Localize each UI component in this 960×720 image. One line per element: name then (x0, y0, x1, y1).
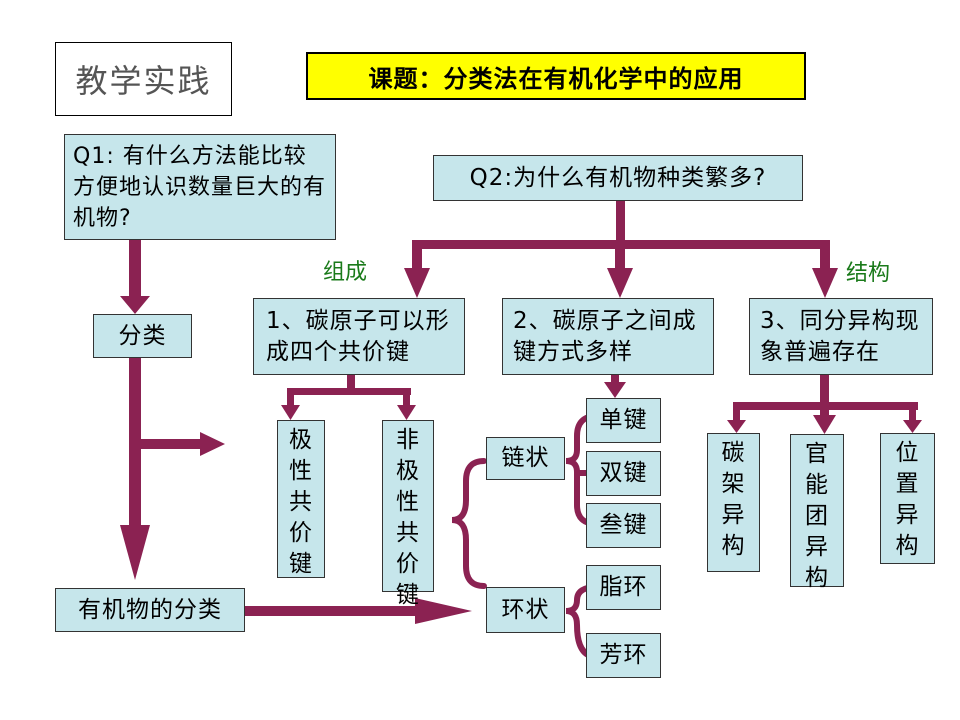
organic-classification-text: 有机物的分类 (78, 596, 222, 623)
q2-box: Q2:为什么有机物种类繁多? (433, 155, 803, 201)
practice-label: 教学实践 (75, 62, 212, 100)
arrow-to-position (903, 410, 922, 433)
arrow-to-reason3 (812, 249, 838, 298)
double-bond-box: 双键 (586, 451, 661, 496)
arrow-to-functional-group (813, 405, 836, 434)
arrow-to-reason1 (404, 249, 430, 298)
arrow-classify-right (141, 432, 225, 456)
label-structure: 结构 (846, 261, 891, 286)
functional-group-isomer-box: 官能团异构 (790, 434, 844, 591)
label-composition: 组成 (323, 260, 368, 285)
position-isomer-box: 位置异构 (880, 433, 935, 564)
reason1-bar (287, 388, 411, 395)
reason2-text: 2、碳原子之间成键方式多样 (513, 308, 697, 365)
reason3-stem (820, 375, 829, 405)
q1-text: Q1: 有什么方法能比较方便地认识数量巨大的有机物? (73, 144, 327, 231)
brace-chain-bonds (565, 413, 600, 527)
carbon-skeleton-isomer-box: 碳架异构 (707, 433, 760, 572)
arrow-organic-to-ring (245, 598, 472, 624)
arrow-to-nonpolar (397, 395, 416, 420)
q1-box: Q1: 有什么方法能比较方便地认识数量巨大的有机物? (64, 134, 336, 240)
chain-text: 链状 (501, 445, 550, 471)
double-bond-text: 双键 (599, 460, 648, 486)
functional-group-isomer-text: 官能团异构 (805, 441, 829, 591)
reason3-box: 3、同分异构现象普遍存在 (749, 298, 933, 375)
chain-box: 链状 (486, 437, 565, 480)
single-bond-box: 单键 (586, 398, 661, 443)
nonpolar-bond-box: 非极性共价键 (382, 420, 434, 608)
practice-label-box: 教学实践 (55, 42, 232, 116)
arrow-to-carbon-skeleton (727, 410, 746, 433)
q2-stem (616, 200, 625, 248)
aromatic-box: 芳环 (586, 633, 661, 678)
topic-box: 课题：分类法在有机化学中的应用 (306, 52, 806, 100)
position-isomer-text: 位置异构 (895, 440, 920, 559)
reason1-text: 1、碳原子可以形成四个共价键 (266, 308, 450, 365)
brace-chain-ring (451, 458, 487, 589)
arrow-to-reason2 (607, 249, 633, 298)
triple-bond-box: 叁键 (586, 503, 661, 548)
classify-text: 分类 (118, 322, 167, 349)
arrow-q1-to-classify (120, 240, 150, 314)
alicyclic-text: 脂环 (599, 574, 648, 600)
nonpolar-bond-text: 非极性共价键 (396, 427, 420, 608)
ring-text: 环状 (501, 596, 550, 623)
topic-title: 课题：分类法在有机化学中的应用 (368, 64, 744, 93)
triple-bond-text: 叁键 (599, 512, 648, 538)
reason2-box: 2、碳原子之间成键方式多样 (502, 298, 714, 375)
reason1-box: 1、碳原子可以形成四个共价键 (253, 298, 465, 375)
classify-box: 分类 (93, 314, 192, 358)
single-bond-text: 单键 (599, 407, 648, 433)
alicyclic-box: 脂环 (586, 565, 661, 610)
polar-bond-text: 极性共价键 (289, 427, 313, 577)
carbon-skeleton-isomer-text: 碳架异构 (721, 440, 746, 559)
arrow-classify-down (120, 358, 150, 580)
polar-bond-box: 极性共价键 (277, 420, 325, 578)
q2-bar (412, 240, 830, 249)
ring-box: 环状 (486, 587, 565, 633)
organic-classification-box: 有机物的分类 (55, 588, 245, 632)
brace-ring-types (565, 584, 600, 660)
reason1-stem (347, 375, 355, 395)
q2-text: Q2:为什么有机物种类繁多? (469, 164, 767, 191)
arrow-to-polar (281, 395, 300, 420)
reason3-text: 3、同分异构现象普遍存在 (760, 308, 920, 365)
arrow-to-single-bond (604, 375, 626, 398)
aromatic-text: 芳环 (599, 642, 648, 668)
